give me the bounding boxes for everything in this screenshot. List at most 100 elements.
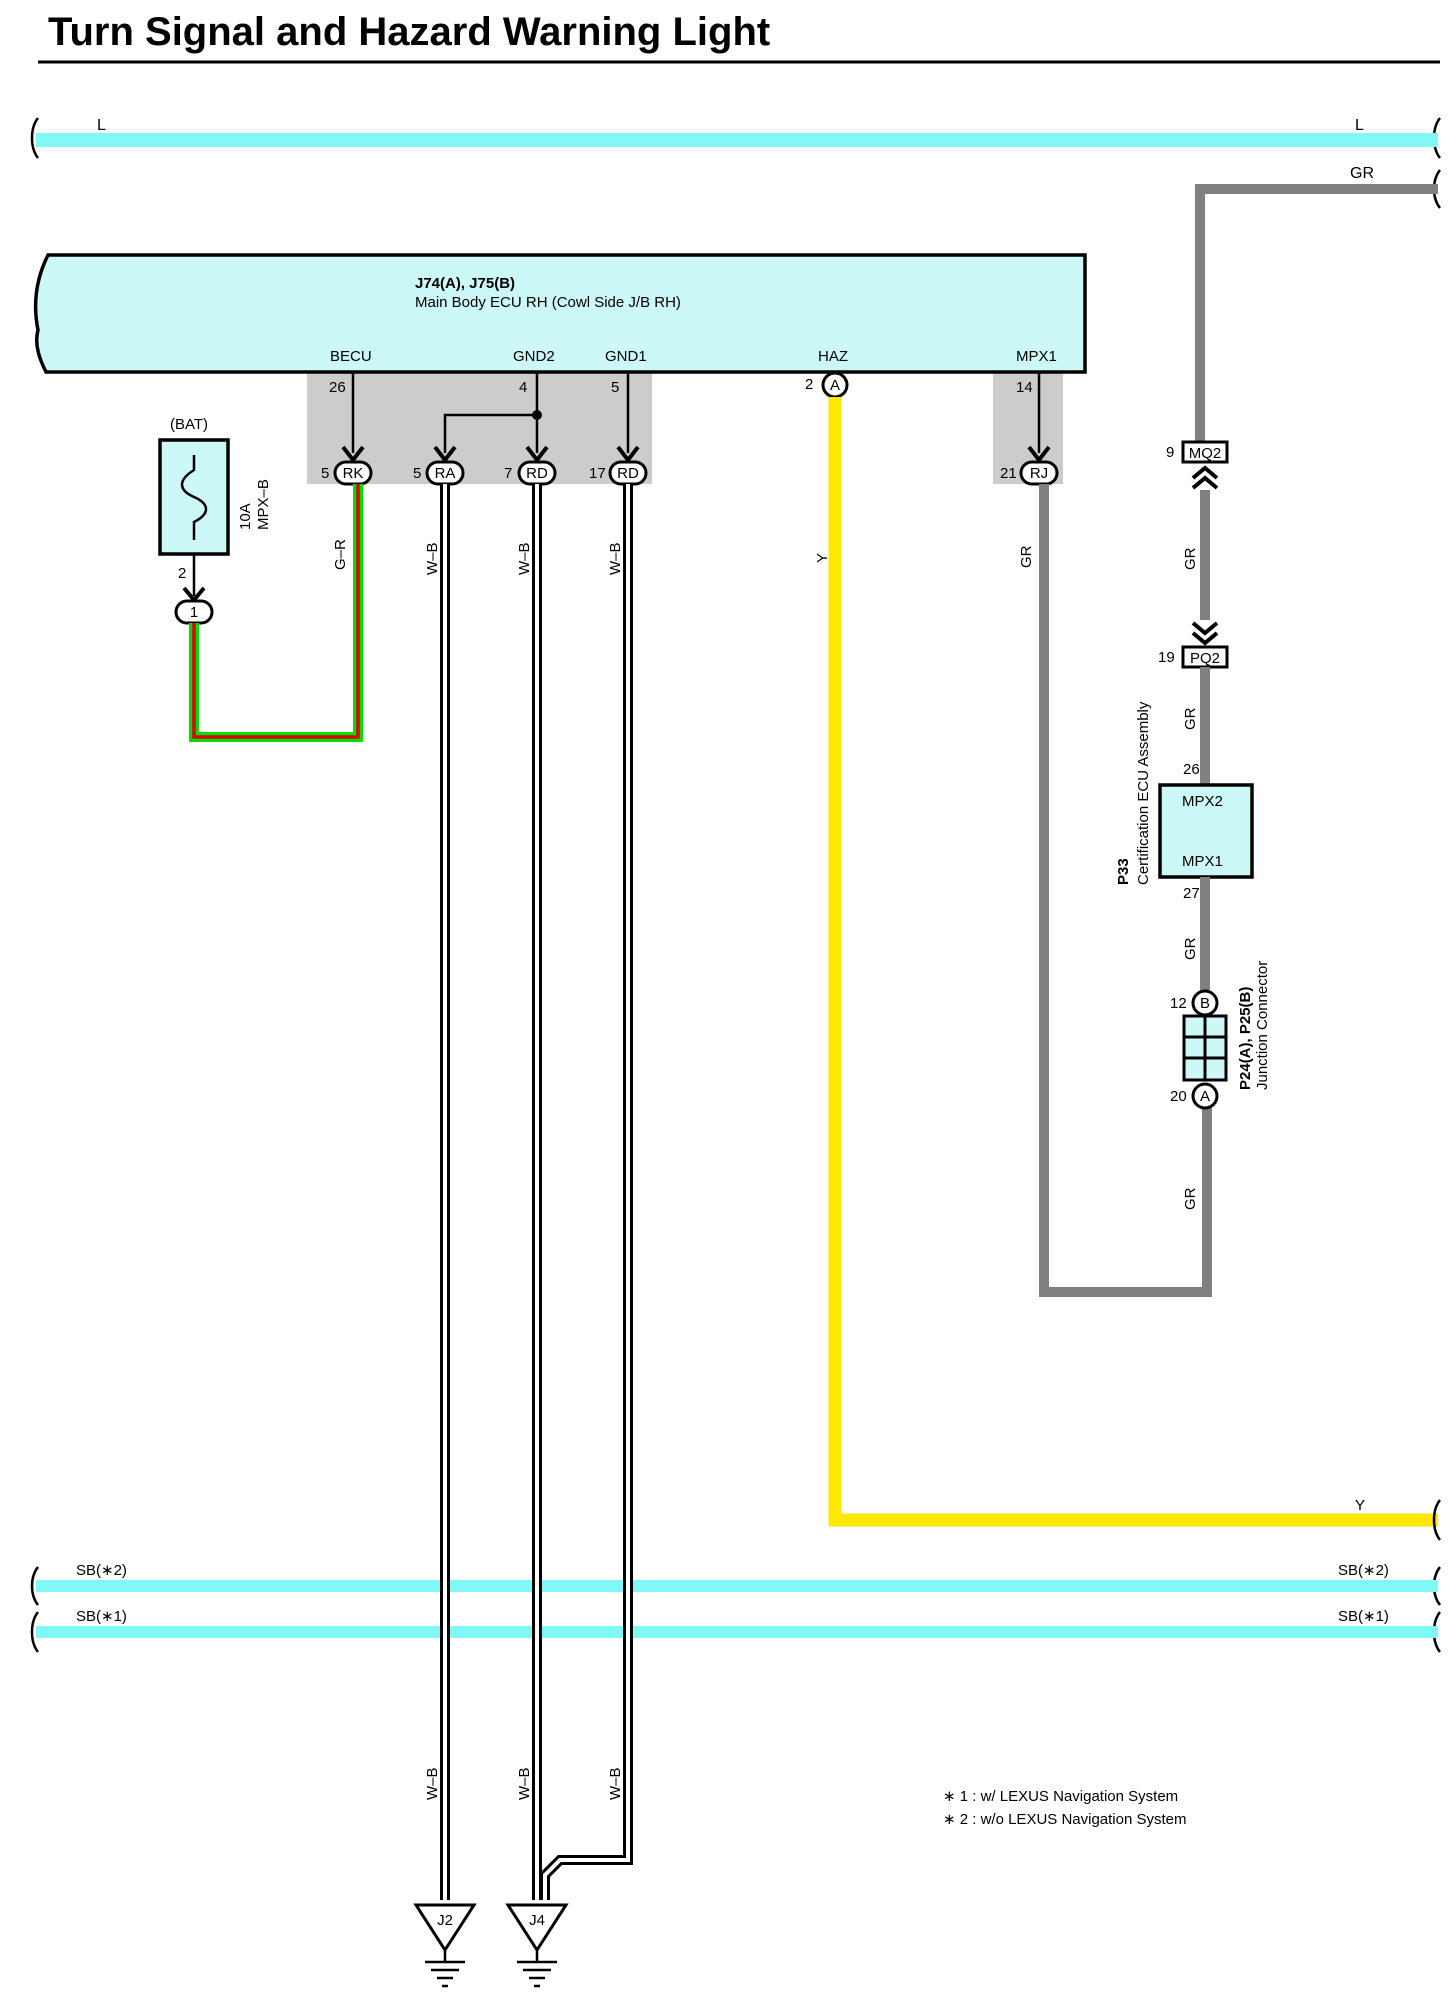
junction-code: RD — [617, 465, 639, 482]
wire-label-l-right: L — [1355, 117, 1364, 134]
pin-number: 20 — [1170, 1088, 1187, 1105]
junction-code: RK — [343, 465, 364, 482]
wire-label-gr: GR — [1182, 707, 1199, 730]
pin-number: 9 — [1166, 444, 1174, 461]
wire-crossing — [440, 1575, 633, 1645]
wire-label-w-b: W–B — [424, 1767, 441, 1800]
ground-code: J4 — [529, 1912, 545, 1929]
wire-label-w-b: W–B — [516, 1767, 533, 1800]
cert-ecu-code: P33 — [1115, 858, 1132, 885]
wire-label-y: Y — [1355, 1497, 1365, 1514]
pin-number: 26 — [329, 379, 346, 396]
ground-code: J2 — [437, 1912, 453, 1929]
pin-number: 27 — [1183, 885, 1200, 902]
fuse-name: MPX–B — [255, 479, 272, 530]
wire-label-g-r: G–R — [332, 539, 349, 570]
ecu-code: J74(A), J75(B) — [415, 275, 515, 292]
cert-ecu-name: Certification ECU Assembly — [1135, 701, 1152, 885]
ecu-name: Main Body ECU RH (Cowl Side J/B RH) — [415, 294, 681, 311]
terminal-label-gnd1: GND1 — [605, 348, 647, 365]
pin-number: 5 — [611, 379, 619, 396]
pin-number: 26 — [1183, 761, 1200, 778]
arrow-icon — [616, 445, 640, 464]
pin-number: 12 — [1170, 995, 1187, 1012]
chevron-up-icon — [1191, 465, 1219, 490]
wire-label-gr: GR — [1182, 547, 1199, 570]
junction-rd-17: RD 17 — [589, 460, 648, 486]
connector-letter: B — [1200, 995, 1210, 1012]
internal-wire — [443, 413, 537, 453]
connector-code: PQ2 — [1190, 650, 1220, 667]
wire-gr-top — [1195, 184, 1438, 445]
arrow-icon — [525, 445, 549, 464]
arrow-icon — [433, 445, 457, 464]
junction-rk: RK 5 — [321, 460, 373, 486]
pin-number: 4 — [519, 379, 527, 396]
page-title: Turn Signal and Hazard Warning Light — [48, 10, 771, 54]
junction-rd-7: RD 7 — [504, 460, 557, 486]
break-mark — [1432, 1499, 1442, 1541]
terminal-label-mpx1: MPX1 — [1182, 853, 1223, 870]
connector-mq2 — [1181, 440, 1229, 464]
note: ∗ 1 : w/ LEXUS Navigation System — [943, 1788, 1178, 1805]
terminal-label-becu: BECU — [330, 348, 372, 365]
pin-number: 19 — [1158, 649, 1175, 666]
junction-code: RD — [526, 465, 548, 482]
wire-w-b-3 — [540, 484, 633, 1900]
ground-j2: J2 — [413, 1903, 477, 1988]
ground-j4: J4 — [505, 1903, 569, 1988]
note: ∗ 2 : w/o LEXUS Navigation System — [943, 1811, 1187, 1828]
arrow-icon — [1027, 445, 1051, 464]
wire-label-gr-top: GR — [1350, 165, 1374, 182]
chevron-down-icon — [1191, 621, 1219, 646]
terminal-label-mpx2: MPX2 — [1182, 793, 1223, 810]
junction-ra: RA 5 — [413, 460, 465, 486]
wire-label-gr: GR — [1018, 545, 1035, 568]
splice-point — [532, 410, 542, 420]
terminal-label-mpx1: MPX1 — [1016, 348, 1057, 365]
junction-grid — [1184, 1016, 1226, 1080]
wire-y — [828, 397, 1438, 1527]
wire-label-sb1-left: SB(∗1) — [76, 1608, 127, 1625]
main-body-ecu — [33, 253, 1087, 374]
pin-number: 14 — [1016, 379, 1033, 396]
junction-rj: RJ 21 — [1000, 460, 1059, 486]
connector-letter: A — [830, 377, 840, 394]
break-mark — [30, 117, 40, 159]
pin-number: 21 — [1000, 465, 1017, 482]
junction-connector-code: P24(A), P25(B) — [1237, 987, 1254, 1090]
fuse-icon — [180, 455, 208, 540]
arrow-icon — [341, 445, 365, 464]
break-mark — [30, 1566, 40, 1606]
terminal-label-haz: HAZ — [818, 348, 848, 365]
wire-label-gr: GR — [1182, 1187, 1199, 1210]
wire-label-sb1-right: SB(∗1) — [1338, 1608, 1389, 1625]
connector-letter: A — [1200, 1088, 1210, 1105]
pin-number: 2 — [178, 565, 186, 582]
wire-g-r-stripe — [192, 484, 360, 739]
wire-gr-loop — [1039, 484, 1212, 1297]
wire-label-w-b: W–B — [424, 542, 441, 575]
junction-connector-name: Junction Connector — [1254, 961, 1271, 1090]
wire-label-w-b: W–B — [607, 542, 624, 575]
terminal-label-gnd2: GND2 — [513, 348, 555, 365]
fuse-source: (BAT) — [170, 416, 208, 433]
break-mark — [30, 1611, 40, 1653]
pin-number: 7 — [504, 465, 512, 482]
wire-label-l-left: L — [97, 117, 106, 134]
junction-code: RA — [435, 465, 456, 482]
junction-code: RJ — [1030, 465, 1048, 482]
wire-label-gr: GR — [1182, 937, 1199, 960]
connector-number: 1 — [190, 604, 198, 621]
wire-label-sb2-left: SB(∗2) — [76, 1562, 127, 1579]
connector-code: MQ2 — [1189, 445, 1222, 462]
pin-number: 2 — [805, 376, 813, 393]
wire-label-y: Y — [814, 553, 831, 563]
pin-number: 5 — [413, 465, 421, 482]
junction-connector-a — [1191, 1082, 1219, 1110]
wire-label-w-b: W–B — [516, 542, 533, 575]
pin-number: 5 — [321, 465, 329, 482]
fuse-rating: 10A — [237, 503, 254, 530]
